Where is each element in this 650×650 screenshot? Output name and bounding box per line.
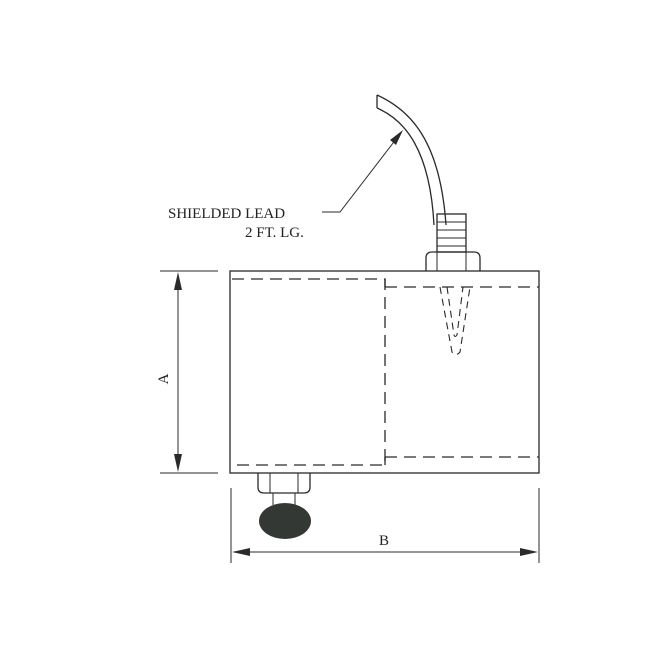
dimension-b [230, 488, 540, 563]
callout-leader [322, 130, 403, 213]
strain-relief [436, 213, 467, 253]
dimension-b-label: B [379, 533, 389, 549]
main-body [229, 270, 540, 474]
bottom-hex-nut [257, 473, 311, 505]
top-hex-nut [425, 251, 481, 271]
callout-line-1: SHIELDED LEAD [168, 206, 285, 222]
callout-line-2: 2 FT. LG. [245, 225, 304, 241]
adjustment-knob [259, 503, 311, 539]
hidden-probe [439, 286, 471, 356]
dimension-a-label: A [156, 373, 172, 384]
shielded-lead [376, 94, 447, 226]
dimension-a [160, 270, 218, 474]
hidden-inner-sleeve [232, 278, 539, 466]
